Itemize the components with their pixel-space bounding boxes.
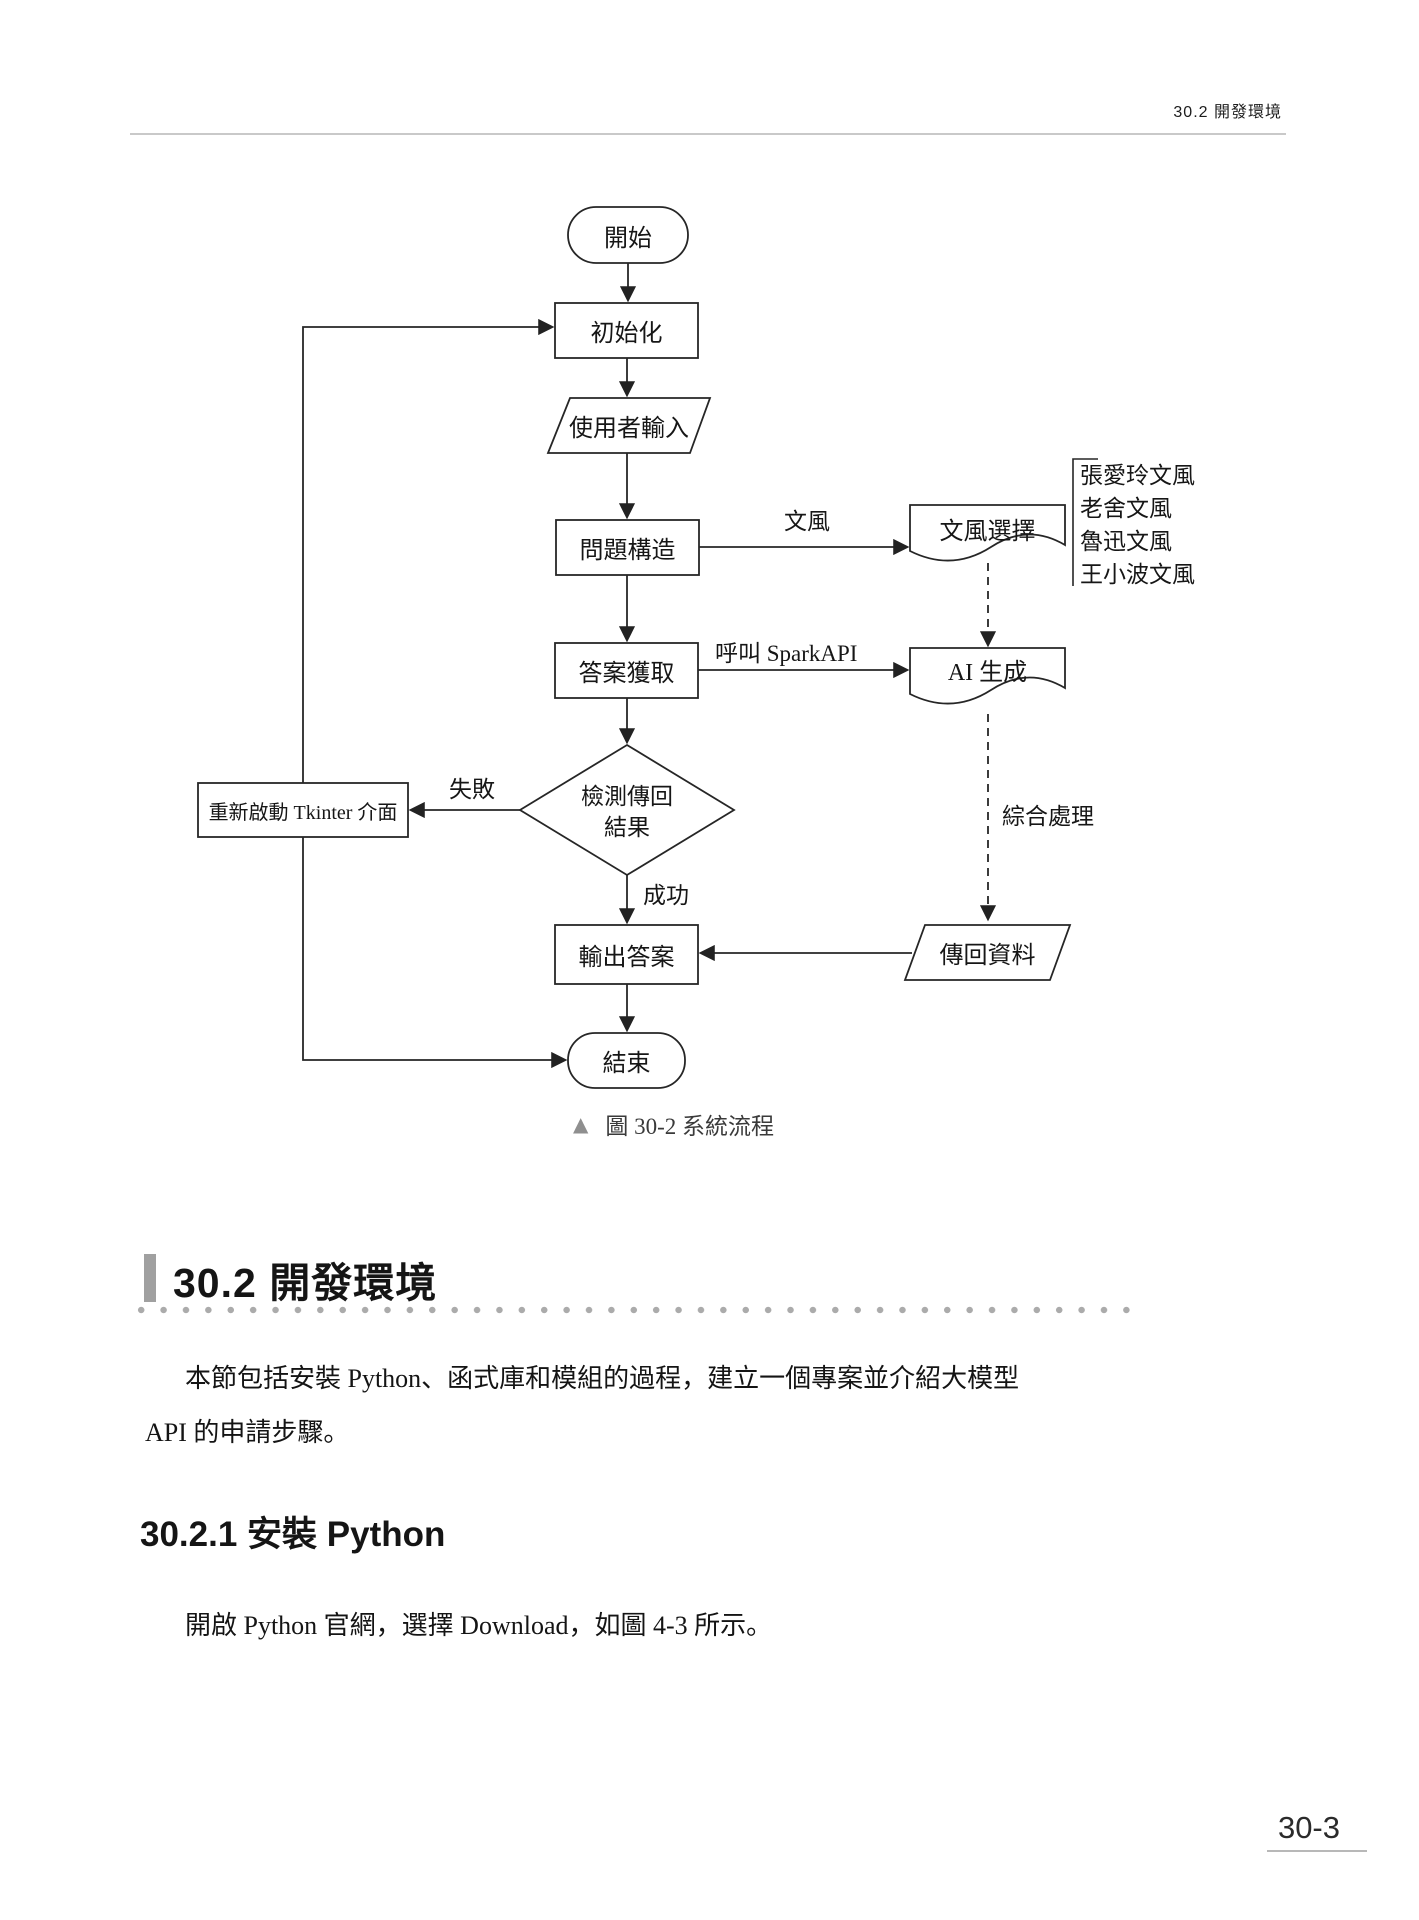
edge-label-call-api: 呼叫 SparkAPI bbox=[715, 641, 858, 666]
section-dotted-rule bbox=[130, 1306, 1140, 1314]
page-number: 30-3 bbox=[1277, 1810, 1340, 1845]
style-option-4: 王小波文風 bbox=[1080, 562, 1195, 587]
edge-label-combine: 綜合處理 bbox=[1002, 804, 1094, 829]
flow-shape-return-data bbox=[903, 924, 1072, 981]
flow-node-check-result: 檢測傳回 結果 bbox=[520, 774, 734, 850]
check-result-line1: 檢測傳回 bbox=[581, 784, 673, 809]
flow-shape-answer bbox=[554, 642, 699, 699]
paragraph-line-1: 本節包括安裝 Python、函式庫和模組的過程，建立一個專案並介紹大模型 bbox=[185, 1364, 1020, 1393]
flow-node-end: 結束 bbox=[602, 1051, 651, 1077]
flow-node-style-select: 文風選擇 bbox=[939, 518, 1036, 545]
flow-shape-decision-diamond bbox=[518, 743, 736, 877]
edge-restart-end-loop bbox=[302, 837, 568, 1069]
flow-shape-start-terminator bbox=[567, 206, 689, 264]
style-option-3: 魯迅文風 bbox=[1080, 529, 1172, 554]
flow-node-start: 開始 bbox=[604, 225, 652, 252]
flow-node-init: 初始化 bbox=[590, 321, 663, 347]
edge-restart-init-loop bbox=[302, 318, 555, 783]
flow-node-question: 問題構造 bbox=[579, 538, 676, 564]
section-heading: 30.2 開發環境 bbox=[173, 1260, 438, 1306]
caption-triangle-icon: ▲ bbox=[573, 1112, 589, 1136]
flow-node-restart: 重新啟動 Tkinter 介面 bbox=[208, 801, 398, 824]
figure-caption: ▲ 圖 30-2 系統流程 bbox=[573, 1107, 774, 1141]
figure-caption-text: 圖 30-2 系統流程 bbox=[605, 1114, 775, 1139]
flow-node-user-input: 使用者輸入 bbox=[569, 416, 689, 442]
flow-shape-user-input bbox=[546, 397, 712, 454]
check-result-line2: 結果 bbox=[604, 815, 650, 840]
flow-node-answer: 答案獲取 bbox=[578, 661, 675, 687]
flow-shape-output bbox=[554, 924, 699, 985]
flow-node-output: 輸出答案 bbox=[578, 945, 675, 971]
flow-shape-ai-document bbox=[909, 647, 1066, 705]
section-heading-bar bbox=[144, 1254, 156, 1302]
style-options-list: 張愛玲文風 老舍文風 魯迅文風 王小波文風 bbox=[1080, 459, 1195, 591]
style-list-bracket bbox=[1072, 458, 1098, 586]
style-option-2: 老舍文風 bbox=[1080, 496, 1172, 521]
page-number-rule bbox=[1267, 1850, 1367, 1852]
flow-node-ai: AI 生成 bbox=[947, 659, 1028, 686]
flow-shape-init bbox=[554, 302, 699, 359]
flow-node-return-data: 傳回資料 bbox=[939, 943, 1036, 969]
paragraph-line-2: API 的申請步驟。 bbox=[145, 1418, 350, 1447]
flow-shape-end-terminator bbox=[567, 1032, 686, 1089]
flow-shape-style-select-document bbox=[909, 504, 1066, 562]
flow-shape-question bbox=[555, 519, 700, 576]
style-option-1: 張愛玲文風 bbox=[1080, 463, 1195, 488]
running-head-rule bbox=[130, 133, 1286, 135]
subsection-paragraph: 開啟 Python 官網，選擇 Download，如圖 4-3 所示。 bbox=[185, 1611, 773, 1640]
subsection-heading: 30.2.1 安裝 Python bbox=[140, 1515, 446, 1554]
edge-label-fail: 失敗 bbox=[449, 777, 495, 802]
edge-label-style: 文風 bbox=[784, 509, 830, 534]
flow-shape-restart bbox=[197, 782, 409, 838]
running-head: 30.2 開發環境 bbox=[1173, 104, 1282, 121]
edge-label-success: 成功 bbox=[643, 883, 689, 908]
